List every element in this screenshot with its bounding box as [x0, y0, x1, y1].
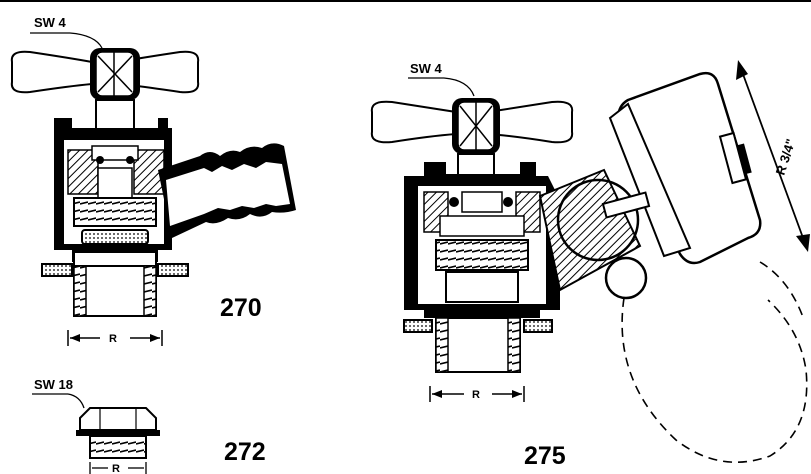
wrench-label-272: SW 18 [34, 377, 73, 392]
seal-washer-270 [81, 229, 149, 245]
hose-thread-label-275: R 3/4" [773, 137, 799, 177]
swing-path-dashed [621, 297, 808, 464]
t-handle-275 [370, 100, 457, 144]
dimension-r34-275 [736, 60, 810, 252]
key-ring-275 [556, 178, 640, 262]
t-handle-270 [10, 50, 93, 94]
hose-coupling-275 [608, 71, 762, 265]
hex-head-272 [79, 407, 157, 431]
plug-272-drawing [32, 393, 160, 474]
dimension-label-275: R [472, 389, 480, 401]
wrench-label-275: SW 4 [410, 61, 443, 76]
figure-number-272: 272 [224, 438, 266, 466]
figure-number-270: 270 [220, 294, 262, 322]
valve-275-drawing [370, 60, 810, 464]
wrench-label-270: SW 4 [34, 15, 67, 30]
dimension-label-270: R [109, 333, 117, 345]
dimension-r-272 [89, 462, 147, 474]
valve-270-drawing [10, 32, 296, 346]
dimension-r-270 [67, 330, 163, 346]
dimension-label-272: R [112, 463, 120, 474]
figure-number-275: 275 [524, 442, 566, 470]
dimension-r-275 [429, 386, 525, 402]
top-border-line [0, 0, 811, 2]
